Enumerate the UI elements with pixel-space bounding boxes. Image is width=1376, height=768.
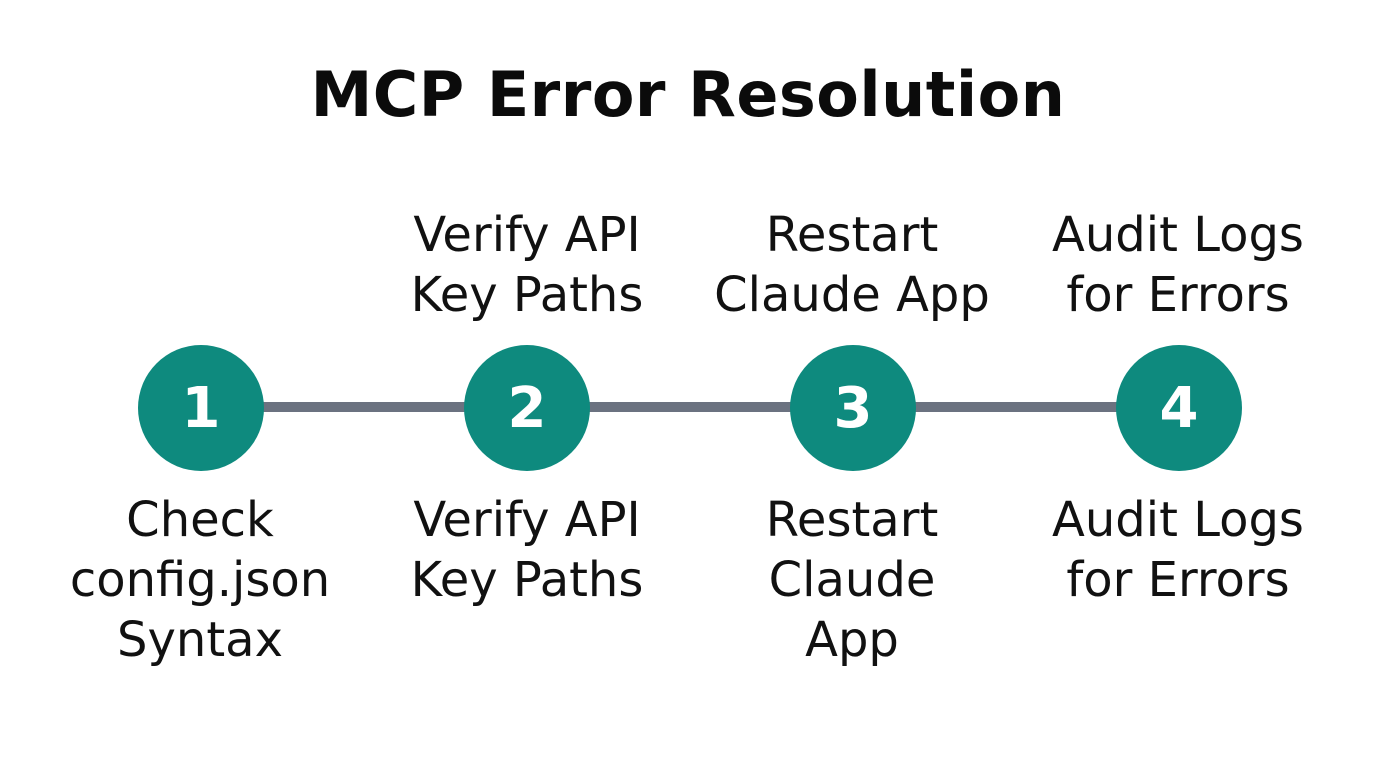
step-2-node: 2 — [464, 345, 590, 471]
connector-2-3 — [589, 402, 791, 412]
step-3-bottom-label: Restart Claude App — [765, 492, 939, 668]
step-4-top-label: Audit Logs for Errors — [1052, 207, 1304, 323]
step-4-node: 4 — [1116, 345, 1242, 471]
step-3-node: 3 — [790, 345, 916, 471]
step-1-node: 1 — [138, 345, 264, 471]
diagram-title: MCP Error Resolution — [310, 58, 1066, 131]
connector-1-2 — [263, 402, 465, 412]
step-3-top-label: Restart Claude App — [714, 207, 990, 323]
step-2-bottom-label: Verify API Key Paths — [410, 492, 644, 608]
step-2-top-label: Verify API Key Paths — [410, 207, 644, 323]
step-4-bottom-label: Audit Logs for Errors — [1052, 492, 1304, 608]
connector-3-4 — [915, 402, 1117, 412]
step-1-bottom-label: Check config.json Syntax — [69, 492, 331, 668]
